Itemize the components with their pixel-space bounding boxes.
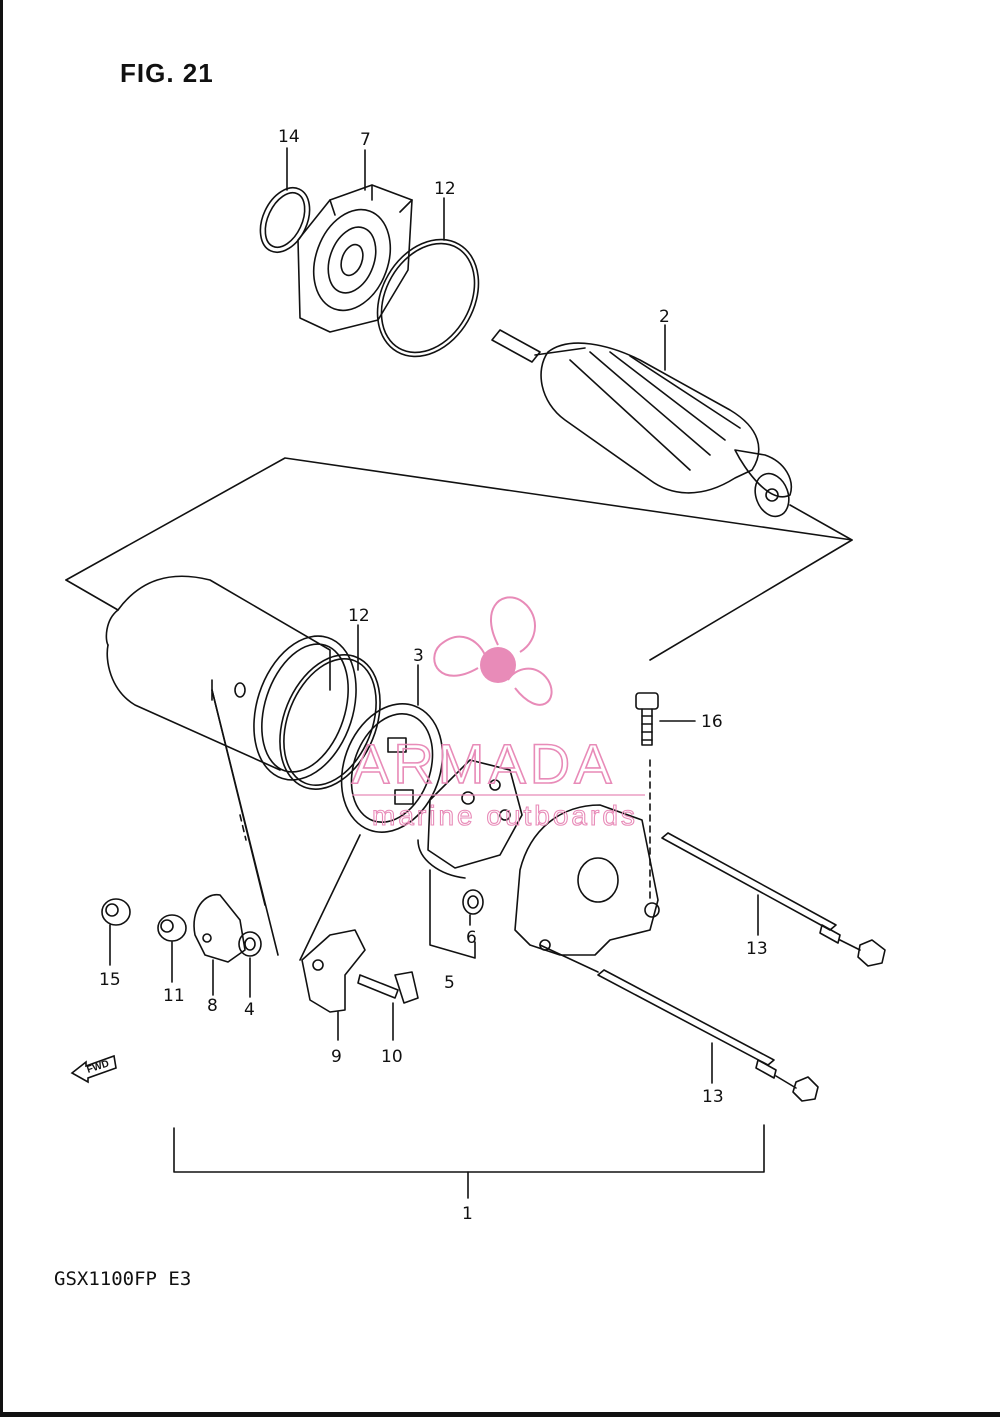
part-3-brush-holder bbox=[340, 703, 444, 833]
part-6-nut bbox=[462, 889, 484, 915]
part-11-washer bbox=[157, 914, 187, 983]
fwd-label: FWD bbox=[86, 1058, 111, 1076]
part-12-o-ring-top bbox=[376, 238, 480, 358]
callout-9: 9 bbox=[331, 1047, 342, 1067]
callout-4: 4 bbox=[244, 1000, 255, 1020]
assembly-frame-line bbox=[65, 457, 853, 661]
callout-12-lower: 12 bbox=[348, 606, 370, 626]
part-13-through-bolt-lower bbox=[539, 944, 819, 1102]
part-9-brush bbox=[299, 834, 366, 1041]
part-5-brush-plate bbox=[417, 759, 523, 959]
propeller-logo-icon bbox=[433, 596, 553, 706]
part-16-bolt bbox=[635, 692, 696, 901]
part-14-o-ring bbox=[259, 187, 311, 253]
part-15-nut bbox=[101, 898, 131, 966]
callout-6: 6 bbox=[466, 928, 477, 948]
part-13-through-bolt-upper bbox=[661, 832, 886, 967]
armada-watermark: ARMADA marine outboards bbox=[351, 596, 645, 832]
page-frame-left bbox=[0, 0, 3, 1417]
callout-8: 8 bbox=[207, 996, 218, 1016]
callout-1: 1 bbox=[462, 1204, 473, 1224]
watermark-brand: ARMADA bbox=[352, 732, 616, 795]
part-2-armature bbox=[491, 329, 853, 541]
callout-3: 3 bbox=[413, 646, 424, 666]
callout-2: 2 bbox=[659, 307, 670, 327]
part-yoke-housing bbox=[105, 575, 357, 781]
part-7-end-cover bbox=[297, 184, 413, 333]
callout-10: 10 bbox=[381, 1047, 403, 1067]
watermark-tagline: marine outboards bbox=[372, 800, 638, 831]
part-4-washer bbox=[238, 931, 262, 998]
callout-labels: 14 7 12 2 12 3 16 6 13 15 5 11 8 4 9 10 … bbox=[99, 127, 768, 1224]
callout-11: 11 bbox=[163, 986, 185, 1006]
part-10-screw bbox=[357, 971, 419, 1041]
assembly-bracket-1 bbox=[173, 1124, 765, 1199]
figure-title: FIG. 21 bbox=[120, 58, 214, 88]
part-12-o-ring-lower bbox=[279, 654, 381, 790]
forward-arrow-icon: FWD bbox=[70, 1054, 117, 1084]
callout-12-top: 12 bbox=[434, 179, 456, 199]
callout-14: 14 bbox=[278, 127, 300, 147]
page-frame-bottom bbox=[0, 1412, 1000, 1417]
callout-5: 5 bbox=[444, 973, 455, 993]
callout-7: 7 bbox=[360, 130, 371, 150]
callout-15: 15 bbox=[99, 970, 121, 990]
callout-16: 16 bbox=[701, 712, 723, 732]
model-code: GSX1100FP E3 bbox=[54, 1268, 192, 1290]
part-8-terminal-plate bbox=[193, 893, 246, 996]
callout-13-lower: 13 bbox=[702, 1087, 724, 1107]
callout-13-upper: 13 bbox=[746, 939, 768, 959]
